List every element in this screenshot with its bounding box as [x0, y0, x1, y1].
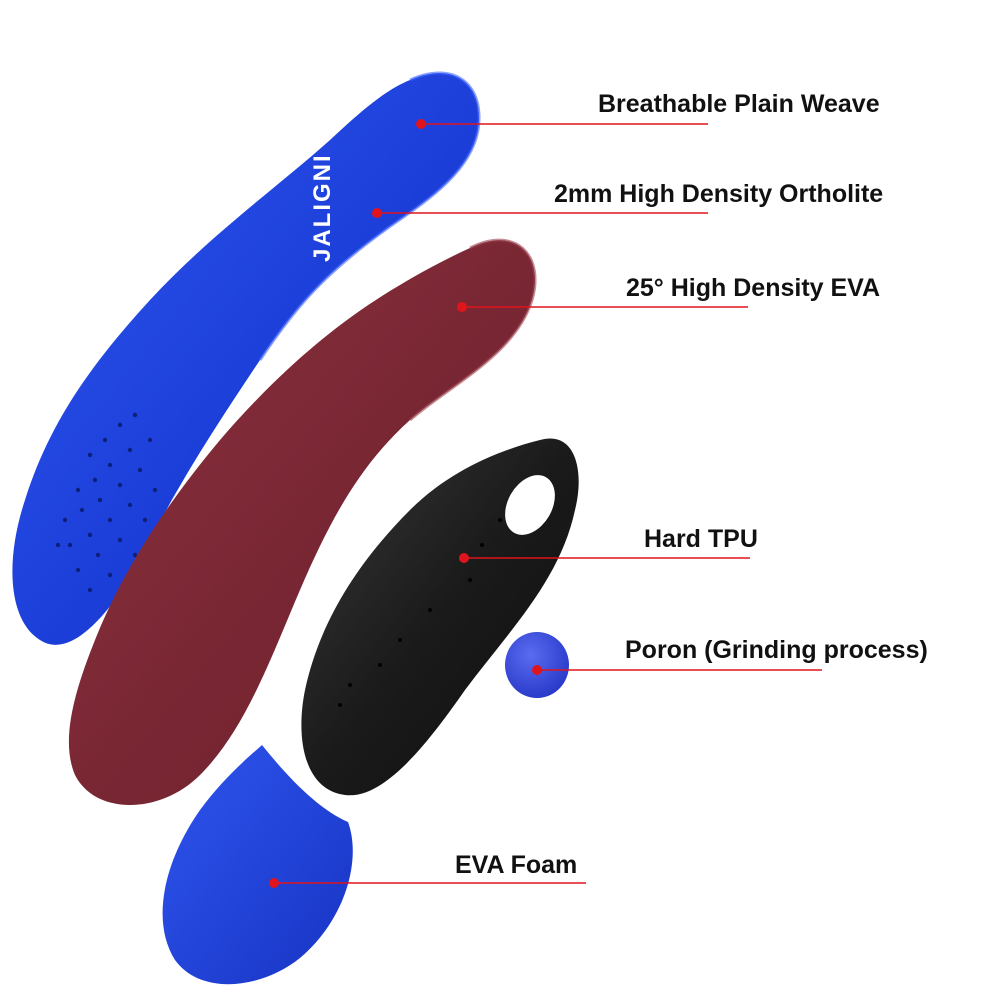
dot-eva [457, 302, 467, 312]
brand-print-text: JALIGNI [309, 153, 336, 262]
maroon-eva-layer [68, 238, 537, 805]
leader-lines [274, 123, 822, 884]
tpu-holes [338, 518, 502, 707]
eva-foam-heel [162, 745, 353, 985]
dot-poron [532, 665, 542, 675]
blue-top-insole: JALIGNI [12, 71, 481, 645]
dot-hard-tpu [459, 553, 469, 563]
perforation-holes [55, 412, 158, 593]
dot-breathable-plain-weave [416, 119, 426, 129]
label-breathable-plain-weave: Breathable Plain Weave [598, 90, 880, 118]
label-poron: Poron (Grinding process) [625, 636, 928, 664]
label-high-density-eva: 25° High Density EVA [626, 274, 881, 302]
black-tpu-shell [301, 438, 579, 796]
dot-eva-foam [269, 878, 279, 888]
leader-dots [269, 119, 542, 888]
dot-ortholite [372, 208, 382, 218]
label-ortholite: 2mm High Density Ortholite [554, 180, 884, 208]
label-eva-foam: EVA Foam [455, 851, 578, 879]
label-hard-tpu: Hard TPU [644, 525, 758, 553]
